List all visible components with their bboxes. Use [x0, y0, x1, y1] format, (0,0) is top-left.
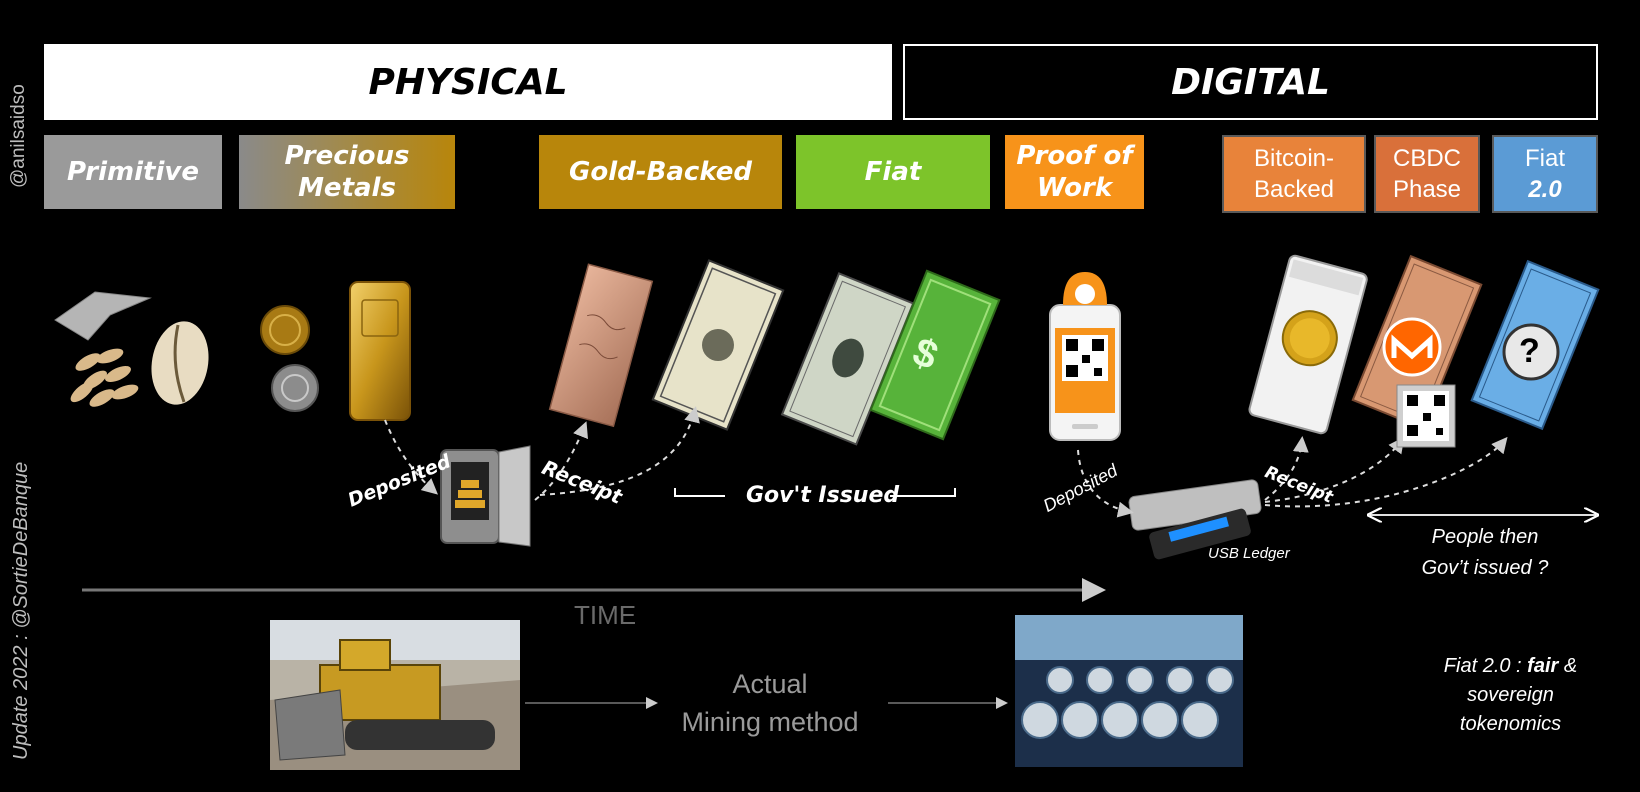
mining-rig-photo — [1015, 615, 1243, 767]
receipt-arrow-cbdc — [1264, 436, 1405, 503]
receipt-arrow-fiat2 — [1264, 436, 1508, 508]
phase-fiat-2: Fiat 2.0 — [1492, 135, 1598, 213]
fiat2-line1: Fiat — [1524, 145, 1565, 172]
bulldozer-photo — [270, 620, 520, 770]
deposit-arrow-right — [1077, 449, 1134, 518]
gold-certificate-bill-icon — [651, 259, 785, 431]
dollar-bill-icon — [780, 272, 915, 446]
cowrie-shell-icon — [151, 321, 209, 405]
phase-precious-metals: Precious Metals — [239, 135, 455, 209]
monero-icon — [1382, 317, 1442, 377]
fiat2-note-line1: Fiat 2.0 : fair & — [1443, 655, 1578, 677]
fiat2-note: Fiat 2.0 : fair & sovereign tokenomics — [1418, 652, 1603, 739]
qr-code-icon — [1396, 384, 1456, 448]
cbdc-line1: CBDC — [1392, 145, 1461, 172]
usb-ledger-label: USB Ledger — [1208, 545, 1290, 562]
grains-icon — [70, 348, 139, 407]
fiat2-line2: 2.0 — [1528, 176, 1562, 203]
receipt-arrow-btc — [1264, 436, 1309, 501]
bitcoin-phone-icon — [1049, 272, 1121, 441]
physical-header: PHYSICAL — [44, 44, 892, 120]
govt-issued-label: Gov't Issued — [746, 483, 900, 508]
arrowhead-icon — [54, 291, 152, 341]
cbdc-line2: Phase — [1392, 176, 1462, 203]
receipt-arrow-to-bill — [539, 406, 700, 496]
phase-bitcoin-backed: Bitcoin- Backed — [1222, 135, 1366, 213]
btc-backed-line1: Bitcoin- — [1253, 145, 1335, 172]
fiat2-note-bold: fair — [1527, 655, 1559, 677]
pow-line1: Proof of — [1016, 141, 1133, 171]
pow-line2: Work — [1036, 173, 1113, 203]
question-mark-glyph: ? — [1519, 332, 1540, 370]
gold-certificate-icon — [548, 263, 654, 428]
question-mark-icon — [1502, 323, 1560, 381]
phase-primitive: Primitive — [44, 135, 222, 209]
bitcoin-card-icon — [1248, 254, 1368, 435]
people-then-line1: People then — [1431, 526, 1539, 548]
people-then-line2: Gov’t issued ? — [1421, 557, 1549, 579]
deposit-arrow-left — [384, 419, 439, 495]
mining-method-label: Actual Mining method — [660, 665, 880, 741]
digital-header: DIGITAL — [903, 44, 1598, 120]
silver-coin-icon — [271, 364, 319, 412]
mining-line2: Mining method — [681, 707, 859, 737]
receipt-arrow-to-copper — [534, 421, 588, 501]
phase-fiat: Fiat — [796, 135, 990, 209]
phase-proof-of-work: Proof of Work — [1005, 135, 1144, 209]
phase-gold-backed: Gold-Backed — [539, 135, 782, 209]
usb-ledger-icon — [1128, 479, 1262, 560]
gold-bar-icon — [349, 281, 411, 421]
vault-icon — [440, 445, 531, 547]
fiat2-note-line3: tokenomics — [1459, 713, 1562, 735]
green-bill-icon — [869, 269, 1001, 441]
time-label: TIME — [574, 600, 637, 630]
fiat2-note-line2: sovereign — [1467, 684, 1554, 706]
people-then-label: People then Gov’t issued ? — [1405, 522, 1565, 584]
phase-cbdc: CBDC Phase — [1374, 135, 1480, 213]
gold-coin-icon — [260, 305, 310, 355]
mining-line1: Actual — [732, 669, 808, 699]
govt-issued-bracket — [674, 488, 956, 497]
btc-backed-line2: Backed — [1253, 176, 1335, 203]
